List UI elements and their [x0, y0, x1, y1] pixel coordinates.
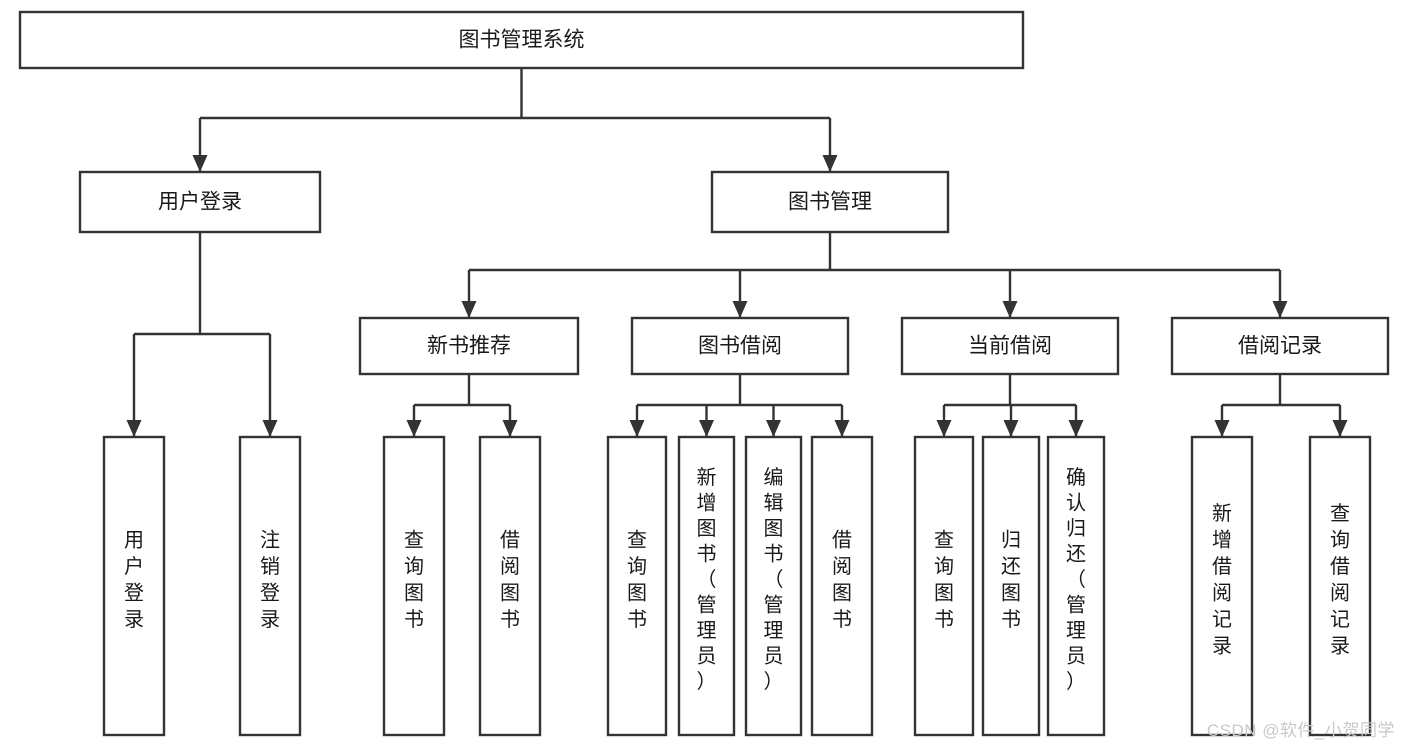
node-box[interactable]: [1046, 435, 1106, 737]
leaf-node-15[interactable]: [981, 435, 1041, 737]
node-box[interactable]: [810, 435, 874, 737]
node-box[interactable]: [710, 170, 950, 234]
arrow-head-icon: [1002, 301, 1018, 318]
node-box[interactable]: [981, 435, 1041, 737]
arrow-head-icon: [766, 420, 781, 437]
arrow-head-icon: [629, 420, 645, 437]
node-label: 用户登录: [124, 529, 144, 631]
leaf-node-6[interactable]: [382, 435, 446, 737]
level3-node-5[interactable]: [358, 316, 580, 376]
level3-node-2[interactable]: [102, 435, 166, 737]
root-node-0[interactable]: [18, 10, 1025, 70]
arrow-head-icon: [502, 420, 518, 437]
leaf-node-14[interactable]: [913, 435, 975, 737]
level3-node-17[interactable]: [1170, 316, 1390, 376]
arrow-head-icon: [262, 420, 278, 437]
arrow-head-icon: [936, 420, 952, 437]
arrow-head-icon: [126, 420, 142, 437]
level3-node-13[interactable]: [900, 316, 1120, 376]
node-label: 新增图书（管理员）: [697, 466, 717, 693]
node-box[interactable]: [358, 316, 580, 376]
node-box[interactable]: [478, 435, 542, 737]
node-box[interactable]: [382, 435, 446, 737]
node-box[interactable]: [900, 316, 1120, 376]
node-label: 借阅图书: [500, 528, 520, 631]
arrow-head-icon: [1272, 301, 1288, 318]
node-label: 借阅图书: [832, 528, 852, 631]
node-label: 查询借阅记录: [1330, 502, 1350, 658]
arrow-head-icon: [1214, 420, 1230, 437]
node-label: 借阅记录: [1238, 335, 1322, 358]
node-box[interactable]: [18, 10, 1025, 70]
node-label: 确认归还（管理员）: [1066, 466, 1086, 693]
node-box[interactable]: [677, 435, 736, 737]
connectors-layer: [126, 68, 1348, 437]
node-box[interactable]: [913, 435, 975, 737]
leaf-node-7[interactable]: [478, 435, 542, 737]
nodes-layer: 图书管理系统用户登录用户登录注销登录图书管理新书推荐查询图书借阅图书图书借阅查询…: [18, 10, 1390, 737]
leaf-node-12[interactable]: [810, 435, 874, 737]
node-label: 查询图书: [404, 528, 424, 631]
arrow-head-icon: [699, 420, 714, 437]
node-box[interactable]: [606, 435, 668, 737]
arrow-head-icon: [834, 420, 850, 437]
arrow-head-icon: [1332, 420, 1348, 437]
node-box[interactable]: [744, 435, 803, 737]
node-label: 查询图书: [627, 528, 647, 631]
node-label: 图书管理系统: [459, 29, 585, 52]
node-label: 注销登录: [260, 528, 280, 631]
level3-node-3[interactable]: [238, 435, 302, 737]
arrow-head-icon: [1003, 420, 1019, 437]
arrow-head-icon: [1068, 420, 1084, 437]
node-label: 当前借阅: [968, 335, 1052, 358]
node-label: 用户登录: [158, 191, 242, 214]
leaf-node-18[interactable]: [1190, 435, 1254, 737]
leaf-node-9[interactable]: [606, 435, 668, 737]
leaf-node-19[interactable]: [1308, 435, 1372, 737]
node-label: 查询图书: [934, 528, 954, 631]
node-box[interactable]: [102, 435, 166, 737]
leaf-node-16[interactable]: [1046, 435, 1106, 737]
arrow-head-icon: [192, 155, 208, 172]
node-label: 新书推荐: [427, 335, 511, 358]
leaf-node-10[interactable]: [677, 435, 736, 737]
csdn-watermark: CSDN @软件_小贺同学: [1206, 721, 1395, 740]
level3-node-8[interactable]: [630, 316, 850, 376]
node-box[interactable]: [630, 316, 850, 376]
node-label: 新增借阅记录: [1212, 502, 1232, 658]
arrow-head-icon: [406, 420, 422, 437]
node-box[interactable]: [1170, 316, 1390, 376]
node-box[interactable]: [238, 435, 302, 737]
arrow-head-icon: [822, 155, 838, 172]
level2-node-4[interactable]: [710, 170, 950, 234]
node-box[interactable]: [1190, 435, 1254, 737]
node-label: 归还图书: [1001, 528, 1021, 631]
node-label: 图书管理: [788, 191, 872, 214]
arrow-head-icon: [732, 301, 748, 318]
node-box[interactable]: [78, 170, 322, 234]
arrow-head-icon: [461, 301, 477, 318]
node-label: 编辑图书（管理员）: [764, 466, 784, 693]
level2-node-1[interactable]: [78, 170, 322, 234]
node-box[interactable]: [1308, 435, 1372, 737]
node-label: 图书借阅: [698, 335, 782, 358]
leaf-node-11[interactable]: [744, 435, 803, 737]
